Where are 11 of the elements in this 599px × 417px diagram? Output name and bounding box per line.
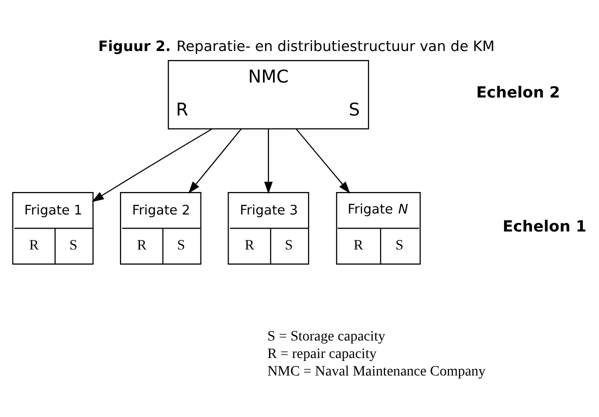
arrow — [264, 128, 273, 194]
label: S = Storage capacity — [267, 328, 386, 344]
arrow — [92, 128, 212, 202]
arrow — [188, 128, 242, 194]
diagram-title: Figuur 2. Reparatie- en distributiestructuur van de KM — [98, 39, 495, 56]
label: NMC = Naval Maintenance Company — [267, 364, 486, 380]
label: R = repair capacity — [267, 346, 377, 362]
label: Echelon 2 — [476, 84, 560, 102]
label: Echelon 1 — [502, 217, 586, 236]
arrow — [296, 128, 350, 194]
node-box: NMC R S — [168, 60, 370, 130]
